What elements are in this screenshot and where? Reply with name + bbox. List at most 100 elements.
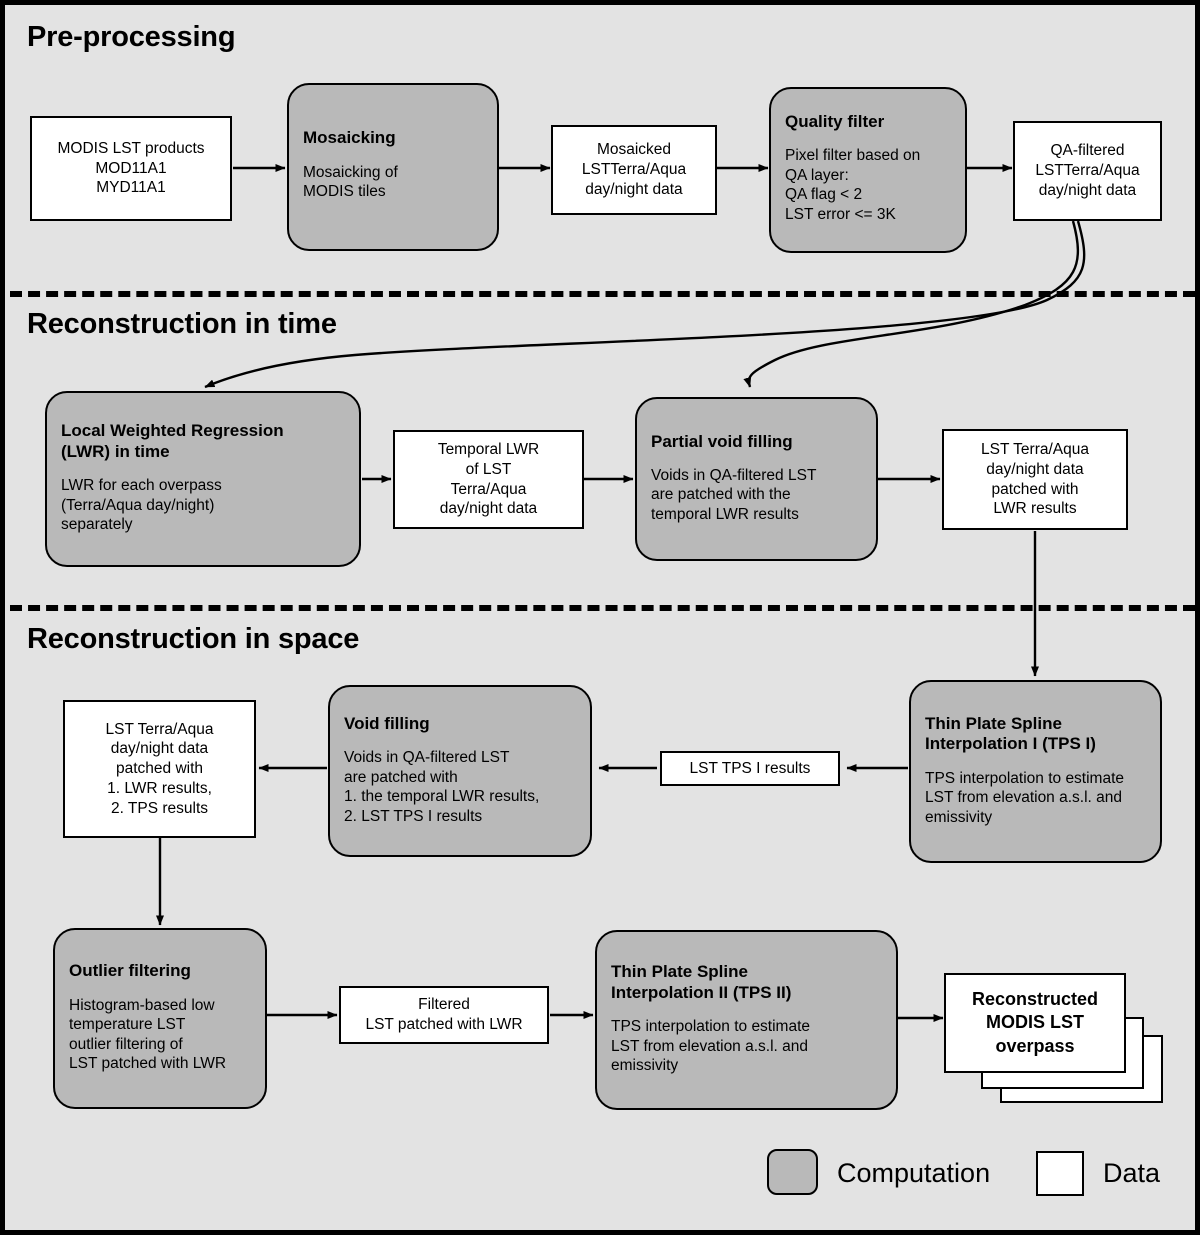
text-line: LST Terra/Aqua [981,441,1089,459]
node-qa-filtered-data[interactable]: QA-filtered LSTTerra/Aqua day/night data [1013,121,1162,221]
text-line: TPS interpolation to estimate [925,769,1125,787]
text-line: Pixel filter based on [785,147,921,165]
text-line: MODIS LST products [57,139,205,157]
text-line: Reconstructed [971,988,1099,1009]
node-title: Local Weighted Regression (LWR) in time [61,421,345,462]
node-body: TPS interpolation to estimate LST from e… [925,769,1146,828]
node-lst-patched-lwr-tps-data[interactable]: LST Terra/Aqua day/night data patched wi… [63,700,256,838]
text-line: separately [61,516,133,534]
text-line: LSTTerra/Aqua [581,161,687,179]
text-line: Voids in QA-filtered LST [651,466,817,484]
node-quality-filter[interactable]: Quality filter Pixel filter based on QA … [769,87,967,253]
text-line: Mosaicked [596,141,672,159]
node-body: Pixel filter based on QA layer: QA flag … [785,146,951,224]
node-mosaicking[interactable]: Mosaicking Mosaicking of MODIS tiles [287,83,499,251]
text-line: LSTTerra/Aqua [1035,162,1140,180]
text-line: temperature LST [69,1016,186,1034]
legend-swatch-data [1036,1151,1084,1196]
text-line: day/night data [439,500,538,518]
text-line: TPS interpolation to estimate [611,1018,811,1036]
node-text: LST Terra/Aqua day/night data patched wi… [975,440,1095,519]
text-line: (LWR) in time [61,441,170,461]
node-text: LST TPS I results [684,759,817,779]
node-title: Void filling [344,713,430,733]
node-mosaicked-data[interactable]: Mosaicked LSTTerra/Aqua day/night data [551,125,717,215]
text-line: MODIS tiles [303,183,386,201]
text-line: QA flag < 2 [785,186,863,204]
node-partial-void-filling[interactable]: Partial void filling Voids in QA-filtere… [635,397,878,561]
section-divider-bottom [10,605,1195,611]
section-title-reconstruction-in-time: Reconstruction in time [27,308,337,340]
text-line: MODIS LST [986,1012,1084,1033]
node-modis-lst-products[interactable]: MODIS LST products MOD11A1 MYD11A1 [30,116,232,221]
text-line: temporal LWR results [651,505,799,523]
legend-label-data: Data [1103,1158,1161,1188]
text-line: 2. TPS results [110,799,209,817]
text-line: emissivity [611,1057,679,1075]
node-text: Temporal LWR of LST Terra/Aqua day/night… [432,440,545,519]
text-line: outlier filtering of [69,1035,183,1053]
text-line: LST patched with LWR [365,1016,523,1033]
text-line: day/night data [986,460,1084,478]
section-divider-top [10,291,1195,297]
text-line: day/night data [585,180,683,198]
text-line: overpass [995,1035,1075,1056]
text-line: Filtered [418,996,470,1014]
node-reconstructed-modis-lst-overpass[interactable]: Reconstructed MODIS LST overpass [944,973,1126,1073]
text-line: Terra/Aqua [450,480,527,498]
text-line: Interpolation I (TPS I) [925,734,1096,754]
node-title: Thin Plate Spline Interpolation I (TPS I… [925,714,1146,755]
text-line: QA layer: [785,166,849,184]
node-filtered-lst-data[interactable]: Filtered LST patched with LWR [339,986,549,1044]
text-line: LWR results [993,500,1077,518]
text-line: QA-filtered [1050,142,1125,160]
section-title-pre-processing: Pre-processing [27,21,236,53]
text-line: LST from elevation a.s.l. and [925,789,1123,807]
text-line: day/night data [1038,181,1137,199]
node-tps-two[interactable]: Thin Plate Spline Interpolation II (TPS … [595,930,898,1110]
node-text: Reconstructed MODIS LST overpass [972,988,1098,1058]
node-title: Mosaicking [303,128,396,148]
text-line: are patched with [344,768,458,786]
node-lst-patched-lwr-data[interactable]: LST Terra/Aqua day/night data patched wi… [942,429,1128,530]
legend-label-computation: Computation [837,1158,991,1188]
text-line: LST from elevation a.s.l. and [611,1037,809,1055]
node-text: Filtered LST patched with LWR [359,995,528,1034]
node-title: Outlier filtering [69,961,191,981]
node-lst-tps-one-results[interactable]: LST TPS I results [660,751,840,786]
node-text: MODIS LST products MOD11A1 MYD11A1 [51,139,210,198]
node-text: LST Terra/Aqua day/night data patched wi… [100,720,220,818]
text-line: MOD11A1 [95,159,167,177]
node-outlier-filtering[interactable]: Outlier filtering Histogram-based low te… [53,928,267,1109]
node-local-weighted-regression[interactable]: Local Weighted Regression (LWR) in time … [45,391,361,567]
node-tps-one[interactable]: Thin Plate Spline Interpolation I (TPS I… [909,680,1162,863]
text-line: LWR for each overpass [61,477,222,495]
node-text: Mosaicked LSTTerra/Aqua day/night data [576,140,692,199]
text-line: Mosaicking of [303,163,398,181]
text-line: Local Weighted Regression [61,421,284,441]
text-line: 1. the temporal LWR results, [344,788,540,806]
node-temporal-lwr-data[interactable]: Temporal LWR of LST Terra/Aqua day/night… [393,430,584,529]
section-title-reconstruction-in-space: Reconstruction in space [27,623,360,655]
text-line: emissivity [925,808,993,826]
text-line: Interpolation II (TPS II) [611,982,792,1002]
text-line: Temporal LWR [437,441,540,459]
text-line: MYD11A1 [96,179,166,197]
text-line: are patched with the [651,486,791,504]
text-line: (Terra/Aqua day/night) [61,496,215,514]
node-body: TPS interpolation to estimate LST from e… [611,1017,882,1076]
text-line: Thin Plate Spline [925,713,1062,733]
node-body: Voids in QA-filtered LST are patched wit… [651,466,862,525]
text-line: LST Terra/Aqua [105,720,214,738]
node-void-filling[interactable]: Void filling Voids in QA-filtered LST ar… [328,685,592,857]
node-text: QA-filtered LSTTerra/Aqua day/night data [1029,141,1145,200]
legend-swatch-computation [767,1149,818,1195]
node-title: Thin Plate Spline Interpolation II (TPS … [611,962,882,1003]
node-body: Histogram-based low temperature LST outl… [69,996,251,1074]
text-line: LST patched with LWR [69,1055,227,1073]
node-body: Mosaicking of MODIS tiles [303,163,483,202]
text-line: 2. LST TPS I results [344,807,483,825]
text-line: patched with [115,760,204,778]
node-title: Quality filter [785,111,885,131]
